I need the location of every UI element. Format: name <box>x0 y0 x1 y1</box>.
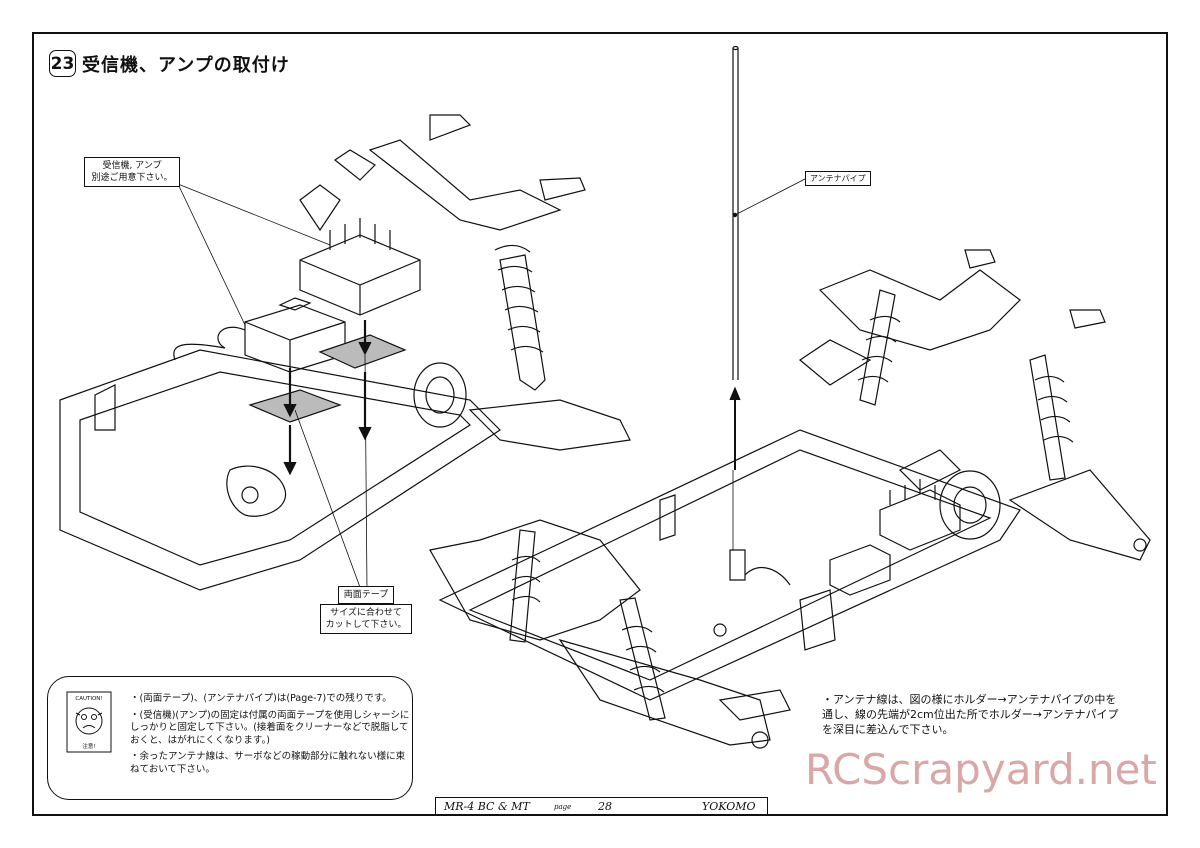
footer-bar: MR-4 BC & MT page 28 YOKOMO <box>435 797 768 816</box>
step-title: 受信機、アンプの取付け <box>82 54 290 76</box>
tape-note-line1: サイズに合わせて <box>330 608 402 618</box>
tape-note-line2: カットして下さい。 <box>325 620 407 630</box>
receiver-amp-callout-line2: 別途ご用意下さい。 <box>91 173 173 183</box>
footer-model: MR-4 BC & MT <box>444 800 530 813</box>
footer-page-prefix: page <box>554 803 572 811</box>
caution-note-3: ・余ったアンテナ線は、サーボなどの稼動部分に触れない様に束ねておいて下さい。 <box>130 751 406 775</box>
watermark: RCScrapyard.net <box>805 745 1157 794</box>
caution-icon-text-top: CAUTION! <box>75 696 102 702</box>
antenna-pipe-drawing <box>729 45 806 550</box>
footer-brand: YOKOMO <box>702 800 756 813</box>
page-frame <box>32 32 1168 816</box>
antenna-instruction: ・アンテナ線は、図の様にホルダー→アンテナパイプの中を通し、線の先端が2cm位出… <box>822 693 1119 736</box>
receiver-amp-callout-line1: 受信機, アンプ <box>102 161 162 171</box>
tape-note: サイズに合わせて カットして下さい。 <box>320 604 412 634</box>
caution-box: CAUTION! 注意! ・(両面テープ)、(アンテナパイプ)は(Page-7)… <box>47 676 413 800</box>
tape-label: 両面テープ <box>338 586 394 604</box>
step-header: 23 受信機、アンプの取付け <box>49 50 290 77</box>
caution-note-2: ・(受信機)(アンプ)の固定は付属の両面テープを使用しシャーシにしっかりと固定し… <box>130 709 410 746</box>
antenna-pipe-label: アンテナパイプ <box>805 171 871 186</box>
caution-notes: ・(両面テープ)、(アンテナパイプ)は(Page-7)での残りです。 ・(受信機… <box>130 693 410 780</box>
right-chassis <box>429 249 1151 749</box>
step-number: 23 <box>49 50 76 77</box>
left-chassis-detail <box>59 114 631 591</box>
leader-lines <box>177 183 368 591</box>
caution-note-1: ・(両面テープ)、(アンテナパイプ)は(Page-7)での残りです。 <box>130 693 392 704</box>
caution-icon: CAUTION! 注意! <box>66 691 112 753</box>
footer-page-number: 28 <box>598 800 612 813</box>
receiver-amp-callout: 受信機, アンプ 別途ご用意下さい。 <box>84 157 180 187</box>
caution-icon-text-bottom: 注意! <box>82 742 95 750</box>
